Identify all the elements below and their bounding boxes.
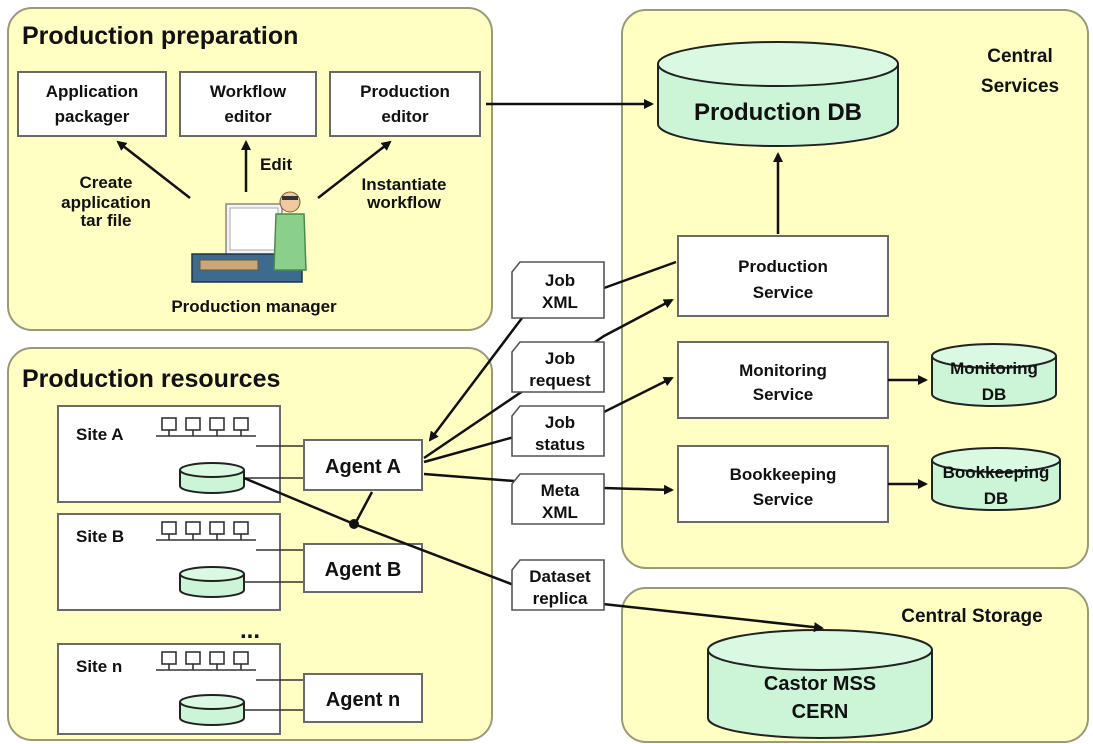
monitoring-db-label-2: DB (982, 385, 1007, 404)
instantiate-label-1: Instantiate (361, 175, 446, 194)
note-job-request-1: Job (545, 349, 575, 368)
agent-a-label: Agent A (325, 456, 401, 478)
production-service-label-1: Production (738, 257, 828, 276)
panel-title-preparation: Production preparation (22, 22, 298, 50)
bookkeeping-db-label-2: DB (984, 489, 1009, 508)
castor-label-2: CERN (792, 701, 849, 723)
application-packager-label-2: packager (55, 107, 130, 126)
site-n-label: Site n (76, 657, 122, 676)
site-a-storage (179, 462, 245, 494)
site-b-storage (179, 566, 245, 598)
note-job-status-2: status (535, 435, 585, 454)
production-manager-label: Production manager (171, 297, 337, 316)
production-db-cylinder (657, 41, 899, 147)
production-service-box (677, 235, 889, 317)
note-job-xml-2: XML (542, 293, 578, 312)
agent-n-box (303, 673, 423, 723)
site-a-box (57, 405, 281, 503)
note-job-status-1: Job (545, 413, 575, 432)
note-dataset-replica-2: replica (533, 589, 588, 608)
site-b-computers (156, 521, 256, 541)
site-b-box (57, 513, 281, 611)
note-job-status (511, 405, 605, 457)
production-editor-box (329, 71, 481, 137)
note-meta-xml-2: XML (542, 503, 578, 522)
edit-label: Edit (260, 155, 292, 174)
panel-title-central-services-2: Services (981, 76, 1059, 97)
arrow-create (116, 140, 191, 199)
castor-mss-cylinder (707, 629, 933, 739)
panel-title-central-services-1: Central (987, 46, 1052, 67)
note-job-xml (511, 261, 605, 319)
monitoring-service-label-2: Service (753, 385, 814, 404)
create-label-1: Create (80, 173, 133, 192)
site-agent-connectors (244, 445, 304, 711)
production-db-label: Production DB (694, 99, 862, 126)
note-meta-xml-1: Meta (541, 481, 580, 500)
note-meta-xml (511, 473, 605, 525)
monitoring-db-label-1: Monitoring (950, 359, 1038, 378)
bookkeeping-service-label-1: Bookkeeping (730, 465, 837, 484)
bookkeeping-db-cylinder (931, 447, 1061, 511)
production-editor-label-2: editor (381, 107, 429, 126)
arrow-instantiate (317, 140, 392, 199)
workflow-editor-label-1: Workflow (210, 82, 287, 101)
site-b-label: Site B (76, 527, 124, 546)
create-label-3: tar file (80, 211, 131, 230)
site-a-computers (156, 417, 256, 437)
monitoring-db-cylinder (931, 343, 1057, 407)
bookkeeping-db-label-1: Bookkeeping (943, 463, 1050, 482)
note-dataset-replica-1: Dataset (529, 567, 591, 586)
agent-a-to-junction (354, 491, 374, 523)
workflow-editor-box (179, 71, 317, 137)
castor-label-1: Castor MSS (764, 673, 876, 695)
panel-title-resources: Production resources (22, 365, 280, 393)
production-manager-illustration (191, 191, 307, 283)
bookkeeping-service-box (677, 445, 889, 523)
note-job-xml-1: Job (545, 271, 575, 290)
note-job-request (511, 341, 605, 393)
agent-n-label: Agent n (326, 689, 400, 711)
application-packager-label-1: Application (46, 82, 139, 101)
create-label-2: application (61, 193, 151, 212)
agent-a-box (303, 439, 423, 491)
note-job-request-2: request (529, 371, 591, 390)
site-n-storage (179, 694, 245, 726)
note-dataset-replica (511, 559, 605, 611)
arrow-job-request (423, 298, 674, 460)
panel-title-central-storage: Central Storage (901, 606, 1042, 627)
monitoring-service-box (677, 341, 889, 419)
site-a-label: Site A (76, 425, 124, 444)
production-service-label-2: Service (753, 283, 814, 302)
workflow-editor-label-2: editor (224, 107, 272, 126)
bookkeeping-service-label-2: Service (753, 490, 814, 509)
sites-ellipsis: ... (240, 617, 260, 644)
site-n-computers (156, 651, 256, 671)
production-editor-label-1: Production (360, 82, 450, 101)
monitoring-service-label-1: Monitoring (739, 361, 827, 380)
application-packager-box (17, 71, 167, 137)
agent-b-box (303, 543, 423, 593)
instantiate-label-2: workflow (366, 193, 441, 212)
arrow-dataset-replica (243, 476, 824, 633)
agent-b-label: Agent B (325, 559, 402, 581)
